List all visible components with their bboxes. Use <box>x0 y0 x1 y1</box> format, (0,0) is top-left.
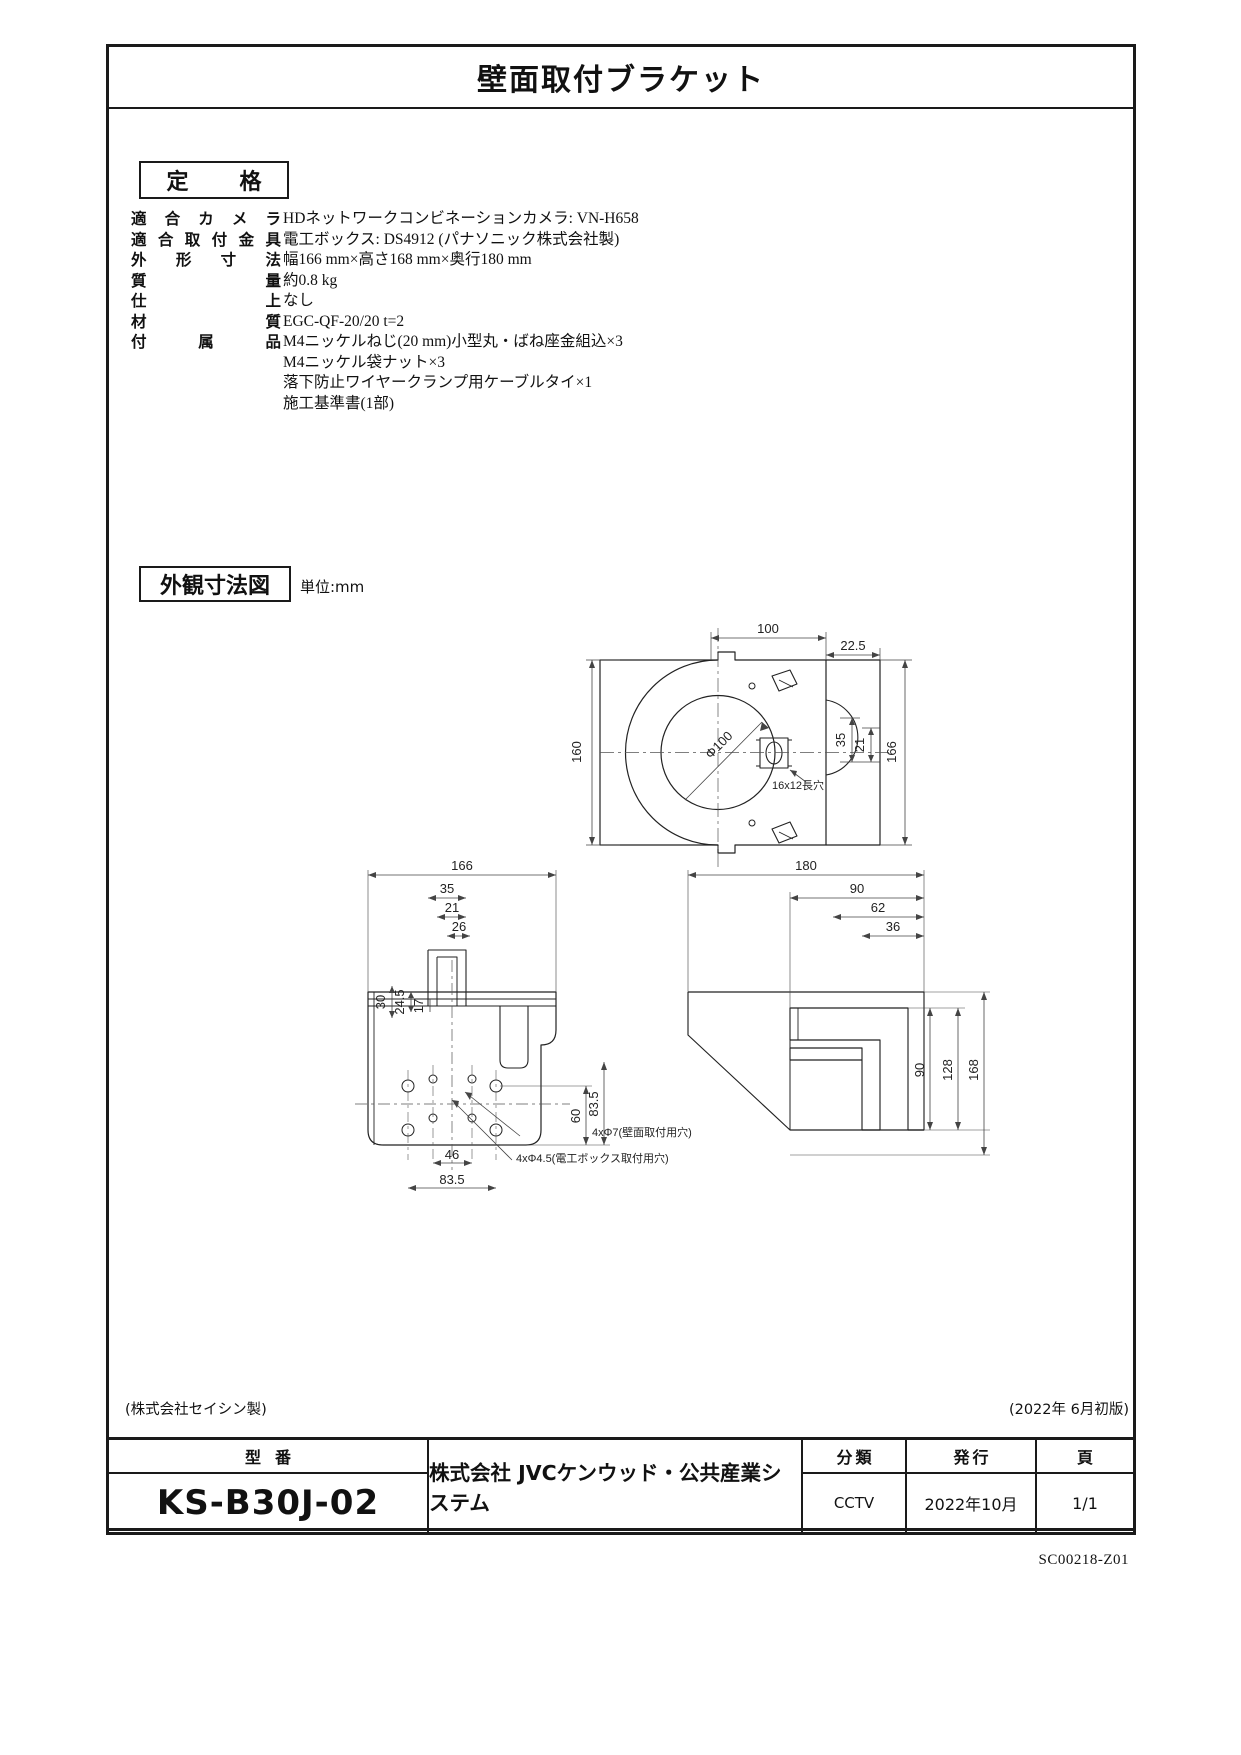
spec-heading-char-2: 格 <box>239 170 262 195</box>
spec-row: 付属品 M4ニッケルねじ(20 mm)小型丸・ばね座金組込×3 <box>131 332 639 353</box>
drawing-frame: 壁面取付ブラケット <box>106 44 1136 1531</box>
issue-value: 2022年10月 <box>924 1495 1018 1514</box>
spec-label-camera: 適合カメラ <box>131 210 281 228</box>
spec-row: 適合取付金具 電工ボックス: DS4912 (パナソニック株式会社製) <box>131 230 639 251</box>
spec-row: 材質 EGC-QF-20/20 t=2 <box>131 312 639 333</box>
spec-label-material: 材質 <box>131 312 281 331</box>
title-block-model-cell: 型番 KS-B30J-02 <box>109 1440 429 1532</box>
spec-value-camera: HDネットワークコンビネーションカメラ: VN-H658 <box>283 210 639 227</box>
title-block-class-cell: 分類 CCTV <box>803 1440 907 1532</box>
title-block-issue-cell: 発行 2022年10月 <box>907 1440 1037 1532</box>
maker-note: (株式会社セイシン製) <box>125 1402 267 1418</box>
spec-row: 質量 約0.8 kg <box>131 271 639 292</box>
spec-label-accessories: 付属品 <box>131 333 282 351</box>
company-name: 株式会社 JVCケンウッド・公共産業システム <box>429 1440 803 1532</box>
issue-header: 発行 <box>907 1440 1035 1474</box>
page-header: 頁 <box>1037 1440 1133 1474</box>
title-block: 型番 KS-B30J-02 株式会社 JVCケンウッド・公共産業システム 分類 … <box>106 1437 1136 1535</box>
spec-heading-box: 定 格 <box>139 161 289 199</box>
spec-label-mount: 適合取付金具 <box>131 230 281 249</box>
page-title: 壁面取付ブラケット <box>477 63 765 98</box>
class-value: CCTV <box>833 1494 875 1512</box>
spec-value-material: EGC-QF-20/20 t=2 <box>283 312 405 330</box>
spec-table: 適合カメラ HDネットワークコンビネーションカメラ: VN-H658 適合取付金… <box>131 209 639 414</box>
sheet-title-bar: 壁面取付ブラケット <box>109 47 1133 109</box>
model-value: KS-B30J-02 <box>156 1483 380 1523</box>
spec-accessory-line-4: 施工基準書(1部) <box>283 394 395 412</box>
spec-row: 適合カメラ HDネットワークコンビネーションカメラ: VN-H658 <box>131 209 639 230</box>
spec-value-mount: 電工ボックス: DS4912 (パナソニック株式会社製) <box>283 230 620 248</box>
spec-value-finish: なし <box>283 292 315 309</box>
spec-accessory-line-2: M4ニッケル袋ナット×3 <box>283 353 446 371</box>
spec-value-dimensions: 幅166 mm×高さ168 mm×奥行180 mm <box>283 251 532 268</box>
dimension-drawing-heading: 外観寸法図 <box>139 566 291 602</box>
unit-note: 単位:mm <box>300 578 365 596</box>
edition-note: (2022年 6月初版) <box>1008 1402 1129 1418</box>
spec-label-dimensions: 外形寸法 <box>131 251 281 269</box>
model-header: 型番 <box>109 1440 427 1474</box>
spec-accessory-line-3: 落下防止ワイヤークランプ用ケーブルタイ×1 <box>283 374 593 391</box>
spec-label-weight: 質量 <box>131 271 281 290</box>
spec-heading-char-1: 定 <box>166 170 189 195</box>
document-id: SC00218-Z01 <box>1038 1552 1129 1568</box>
spec-row: 仕上 なし <box>131 291 639 312</box>
spec-label-finish: 仕上 <box>131 292 281 310</box>
spec-row: 外形寸法 幅166 mm×高さ168 mm×奥行180 mm <box>131 250 639 271</box>
page-value: 1/1 <box>1072 1493 1098 1513</box>
spec-value-accessories: M4ニッケルねじ(20 mm)小型丸・ばね座金組込×3 <box>283 333 623 350</box>
title-block-page-cell: 頁 1/1 <box>1037 1440 1133 1532</box>
spec-value-weight: 約0.8 kg <box>283 271 338 289</box>
class-header: 分類 <box>803 1440 905 1474</box>
